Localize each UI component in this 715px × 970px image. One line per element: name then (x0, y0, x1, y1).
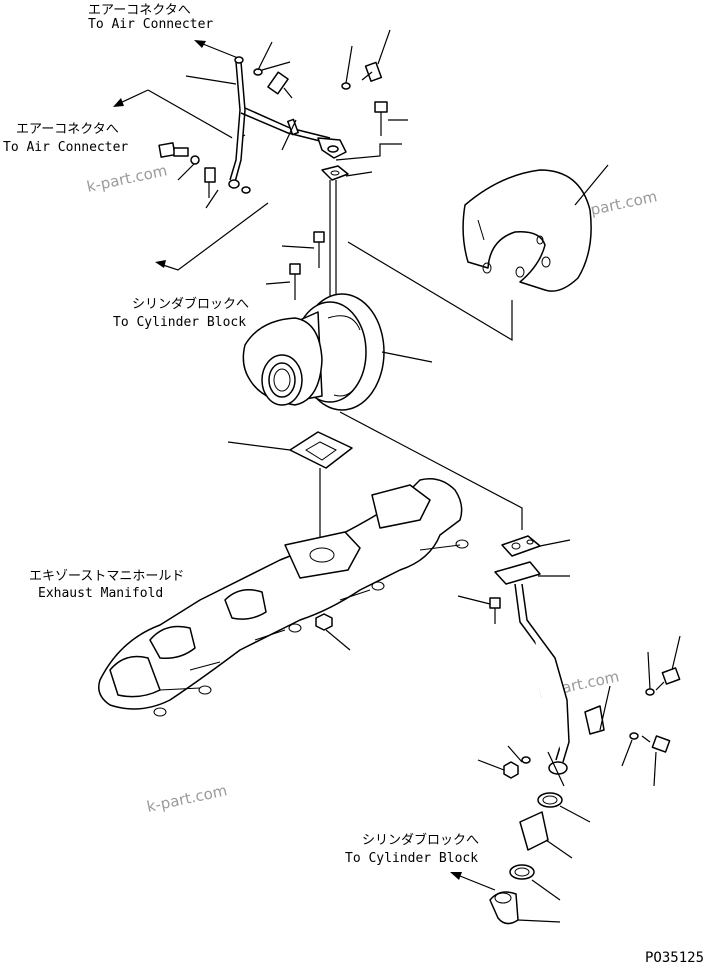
hose-clamp (509, 864, 561, 901)
air-connecter-left-label-en: To Air Connecter (3, 140, 128, 155)
washer (507, 745, 531, 764)
nut (315, 613, 351, 651)
drawing-code: PO35125 (645, 950, 704, 966)
washer (253, 41, 273, 76)
nut (477, 759, 519, 779)
watermark: k-part.com (85, 161, 169, 196)
bolt (261, 61, 293, 99)
washer (645, 651, 655, 696)
leader-line (185, 75, 237, 85)
arrow-to-air-connecter-top (194, 40, 239, 59)
exhaust-manifold-label-jp: エキゾーストマニホールド (29, 569, 184, 584)
bolt (265, 263, 301, 300)
arrow-to-cylinder-block-bottom (450, 872, 496, 891)
leader-line (381, 351, 433, 363)
leader-line (281, 119, 297, 151)
bolt (281, 231, 325, 268)
exhaust-manifold (98, 478, 469, 717)
air-connecter-left-label-jp: エアーコネクタへ (16, 122, 119, 137)
fitting (158, 142, 251, 209)
leader-line (347, 241, 513, 342)
elbow-fitting (489, 891, 561, 925)
heat-shield (462, 169, 592, 292)
bolt (655, 635, 681, 691)
leader-line (339, 411, 523, 530)
arrow-to-cylinder-block-mid (155, 202, 269, 271)
leader-line (574, 164, 609, 206)
turbocharger (242, 293, 385, 411)
washer (341, 45, 353, 90)
leader-line (599, 685, 611, 731)
washer (621, 732, 639, 767)
watermark: k-part.com (145, 781, 229, 816)
exhaust-manifold-label-en: Exhaust Manifold (38, 586, 163, 601)
leader-line (227, 441, 291, 451)
rubber-hose (519, 811, 573, 859)
bolt (374, 101, 408, 136)
manifold-gasket (289, 431, 353, 469)
leader-line (547, 751, 565, 787)
air-connecter-top-label-en: To Air Connecter (88, 17, 213, 32)
cylinder-block-bottom-label-jp: シリンダブロックへ (362, 832, 479, 848)
bolt (641, 735, 671, 787)
bolt (457, 595, 501, 624)
oil-drain-pipe (494, 561, 605, 775)
hose-clamp (537, 792, 591, 823)
cylinder-block-bottom-label-en: To Cylinder Block (345, 851, 478, 866)
air-connecter-top-label-jp: エアーコネクタへ (88, 3, 191, 18)
leader-line (345, 171, 373, 177)
cylinder-block-mid-label-en: To Cylinder Block (113, 315, 246, 330)
pipe-gasket (501, 535, 541, 557)
leader-line (335, 143, 402, 161)
arrow-to-air-connecter-left (113, 89, 246, 141)
leader-line (539, 539, 571, 547)
bolt (361, 29, 391, 82)
cylinder-block-mid-label-jp: シリンダブロックへ (132, 296, 249, 312)
air-pipe-assembly (228, 56, 349, 189)
